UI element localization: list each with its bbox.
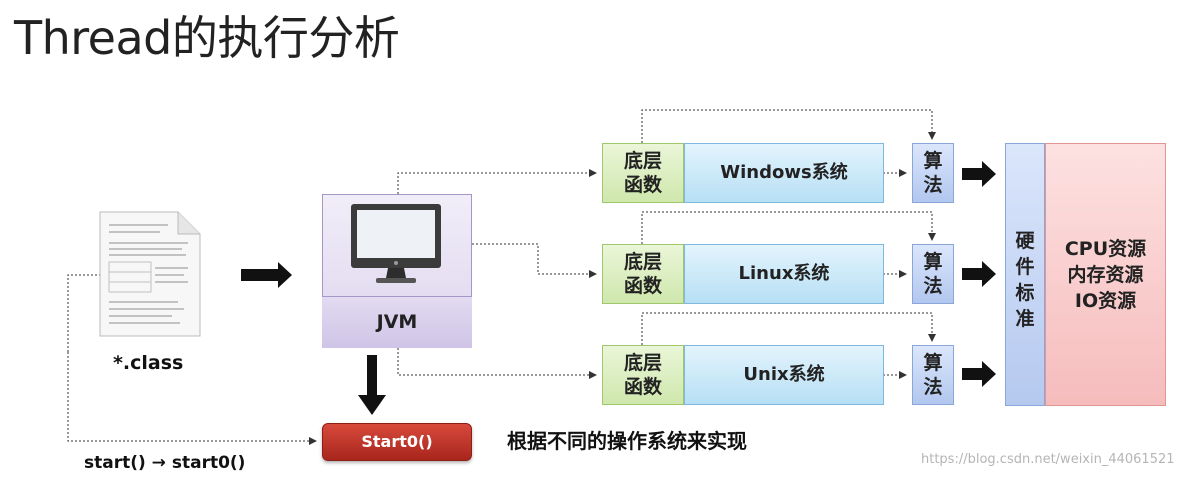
class-to-jvm-arrow (241, 262, 292, 288)
function-label-line1: 底层 (623, 251, 662, 273)
unix-func-to-algo-line (641, 312, 936, 345)
jvm-to-linux-line (472, 243, 597, 278)
algorithm-label-line2: 法 (923, 275, 943, 297)
hardware-label-line2: 件 (1015, 256, 1035, 278)
jvm-to-start-arrow (358, 355, 386, 415)
function-label-line1: 底层 (623, 352, 662, 374)
linux-func-to-algo-line (641, 211, 936, 244)
algorithm-label-line1: 算 (923, 150, 943, 172)
implementation-note: 根据不同的操作系统来实现 (507, 429, 747, 453)
os-box-windows: Windows系统 (684, 143, 884, 203)
jvm-label: JVM (322, 296, 472, 348)
call-chain-label: start() → start0() (84, 453, 246, 473)
function-label-line2: 函数 (623, 174, 662, 196)
page-title: Thread的执行分析 (14, 11, 400, 65)
low-level-function-box: 底层 函数 (602, 345, 684, 405)
hardware-label-line1: 硬 (1015, 230, 1035, 252)
low-level-function-box: 底层 函数 (602, 143, 684, 203)
document-icon (99, 211, 201, 337)
jvm-to-unix-line (397, 348, 597, 379)
windows-func-to-algo-line (641, 109, 936, 143)
class-to-start-line (67, 274, 316, 441)
monitor-icon (351, 204, 441, 283)
low-level-function-box: 底层 函数 (602, 244, 684, 304)
resource-memory: 内存资源 (1067, 264, 1144, 286)
linux-to-hw-arrow (962, 261, 996, 287)
os-box-unix: Unix系统 (684, 345, 884, 405)
algorithm-box: 算 法 (912, 345, 954, 405)
algorithm-box: 算 法 (912, 143, 954, 203)
os-box-linux: Linux系统 (684, 244, 884, 304)
function-label-line2: 函数 (623, 275, 662, 297)
resources-box: CPU资源 内存资源 IO资源 (1045, 143, 1166, 406)
windows-to-hw-arrow (962, 161, 996, 187)
hardware-label-line4: 准 (1015, 308, 1035, 330)
algorithm-box: 算 法 (912, 244, 954, 304)
watermark: https://blog.csdn.net/weixin_44061521 (921, 452, 1175, 467)
algorithm-label-line1: 算 (923, 352, 943, 374)
class-file-label: *.class (113, 352, 184, 374)
resource-cpu: CPU资源 (1064, 238, 1147, 260)
function-label-line1: 底层 (623, 150, 662, 172)
start0-button[interactable]: Start0() (322, 423, 472, 461)
unix-to-hw-arrow (962, 361, 996, 387)
hardware-standard-box: 硬 件 标 准 (1005, 143, 1045, 406)
hardware-label-line3: 标 (1015, 282, 1035, 304)
resource-io: IO资源 (1074, 290, 1137, 312)
algorithm-label-line2: 法 (923, 376, 943, 398)
algorithm-label-line2: 法 (923, 174, 943, 196)
function-label-line2: 函数 (623, 376, 662, 398)
algorithm-label-line1: 算 (923, 251, 943, 273)
jvm-to-windows-line (397, 169, 597, 194)
